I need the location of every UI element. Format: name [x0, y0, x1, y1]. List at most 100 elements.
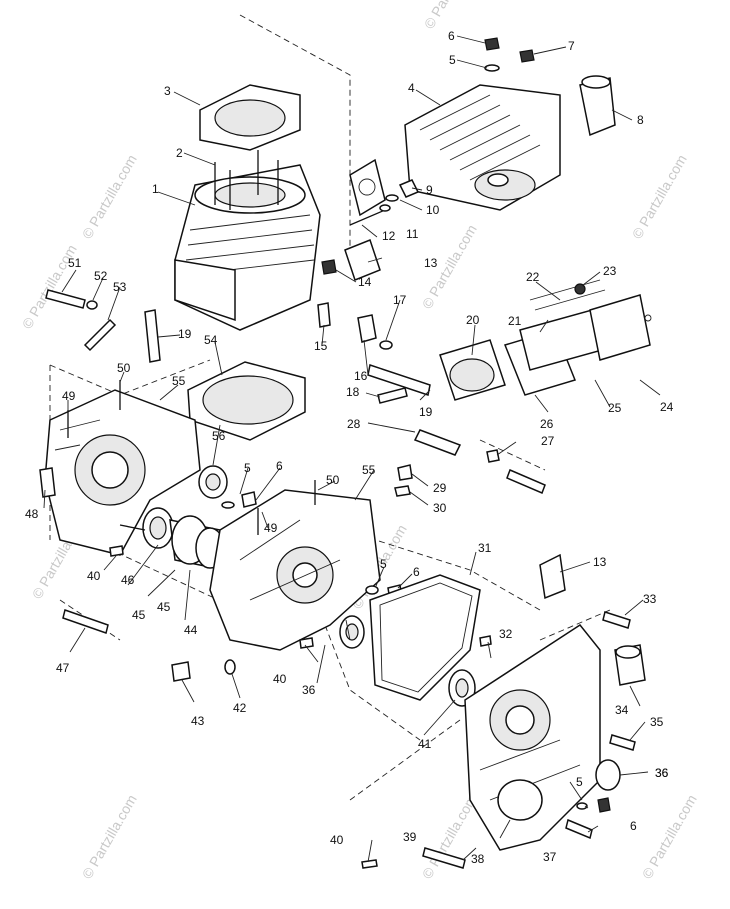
- pin-32: [479, 635, 492, 647]
- exhaust-stud: [349, 204, 391, 226]
- callout-19b: 19: [419, 405, 433, 419]
- watermark: © Partzilla.com: [639, 792, 700, 882]
- callout-18: 18: [346, 385, 360, 399]
- callout-5c: 5: [380, 557, 387, 571]
- callout-12: 12: [382, 229, 396, 243]
- callout-7: 7: [568, 39, 575, 53]
- callout-40c: 40: [87, 569, 101, 583]
- callout-49b: 49: [264, 521, 278, 535]
- temperature-sensor: [357, 314, 393, 350]
- callout-36b: 36: [302, 683, 316, 697]
- callout-50b: 50: [326, 473, 340, 487]
- watermark: © Partzilla.com: [421, 0, 482, 32]
- callout-48: 48: [25, 507, 39, 521]
- oil-seal-36: [339, 615, 365, 649]
- bolt-6c: [597, 797, 611, 813]
- callout-19: 19: [178, 327, 192, 341]
- callout-3: 3: [164, 84, 171, 98]
- callout-45: 45: [132, 608, 146, 622]
- callout-20: 20: [466, 313, 480, 327]
- intake-boot: [579, 75, 616, 137]
- crankcase-right: [209, 489, 381, 651]
- callout-52: 52: [94, 269, 108, 283]
- callout-6c: 6: [413, 565, 420, 579]
- oring-42: [224, 659, 236, 675]
- callout-10: 10: [426, 203, 440, 217]
- callout-40b: 40: [273, 672, 287, 686]
- bolt-47: [62, 609, 109, 634]
- bolt-35: [609, 734, 636, 751]
- pin-40a: [109, 545, 124, 557]
- callout-43: 43: [191, 714, 205, 728]
- screw-27: [486, 449, 500, 463]
- callout-45b: 45: [157, 600, 171, 614]
- callout-6b: 6: [276, 459, 283, 473]
- callout-36: 36: [655, 766, 669, 780]
- callout-6d: 6: [630, 819, 637, 833]
- callout-37: 37: [543, 850, 557, 864]
- callout-27: 27: [541, 434, 555, 448]
- callout-26: 26: [540, 417, 554, 431]
- callout-39: 39: [403, 830, 417, 844]
- exhaust-gasket: [349, 158, 386, 217]
- callout-44: 44: [184, 623, 198, 637]
- callout-6: 6: [448, 29, 455, 43]
- callout-34: 34: [615, 703, 629, 717]
- bolt-37: [565, 818, 593, 840]
- callout-38: 38: [471, 852, 485, 866]
- callout-42: 42: [233, 701, 247, 715]
- callout-36c: 36: [655, 766, 669, 780]
- head-fasteners: [484, 37, 535, 72]
- callout-9: 9: [426, 183, 433, 197]
- watermark: © Partzilla.com: [419, 792, 480, 882]
- callout-15: 15: [314, 339, 328, 353]
- side-cover: [464, 623, 601, 851]
- fitting-34: [614, 644, 646, 686]
- head-gasket: [199, 84, 301, 151]
- callout-56: 56: [212, 429, 226, 443]
- hose-clamps: [144, 309, 546, 494]
- water-elbow-top: [344, 239, 381, 281]
- oil-seal-56: [198, 465, 228, 499]
- callout-5b: 5: [244, 461, 251, 475]
- callout-25: 25: [608, 401, 622, 415]
- callout-13: 13: [424, 256, 438, 270]
- bolt-48: [39, 467, 56, 498]
- watermark: © Partzilla.com: [79, 152, 140, 242]
- callout-46: 46: [121, 573, 135, 587]
- callout-32: 32: [499, 627, 513, 641]
- callout-21: 21: [508, 314, 522, 328]
- screw-30: [394, 485, 411, 497]
- mount-bolt: [45, 289, 117, 352]
- callout-14: 14: [358, 275, 372, 289]
- seal-36b: [595, 759, 621, 791]
- callout-23: 23: [603, 264, 617, 278]
- callout-51: 51: [68, 256, 82, 270]
- callout-55b: 55: [362, 463, 376, 477]
- plug-29: [397, 464, 413, 481]
- callout-49: 49: [62, 389, 76, 403]
- watermark: © Partzilla.com: [629, 152, 690, 242]
- washer-5b: [365, 585, 379, 595]
- callout-41: 41: [418, 737, 432, 751]
- cylinder-studs: [214, 150, 279, 210]
- callout-4: 4: [408, 81, 415, 95]
- callout-5d: 5: [576, 775, 583, 789]
- callout-55: 55: [172, 374, 186, 388]
- reed-valve-assembly: [439, 279, 652, 401]
- callout-29: 29: [433, 481, 447, 495]
- callout-17: 17: [393, 293, 407, 307]
- callout-11: 11: [406, 227, 419, 241]
- callout-labels: 1 2 3 4 5 6 7 8 9 10 11 12 13 14 15 16 1…: [25, 29, 674, 866]
- water-elbow-lower: [539, 553, 566, 600]
- callout-28: 28: [347, 417, 361, 431]
- bolt-6: [241, 491, 257, 508]
- stud-nut: [385, 179, 420, 202]
- callout-1: 1: [152, 182, 159, 196]
- bolt-33: [602, 611, 631, 629]
- callout-2: 2: [176, 146, 183, 160]
- washer-5c: [576, 802, 588, 810]
- callout-24: 24: [660, 400, 674, 414]
- plug-43: [171, 661, 191, 682]
